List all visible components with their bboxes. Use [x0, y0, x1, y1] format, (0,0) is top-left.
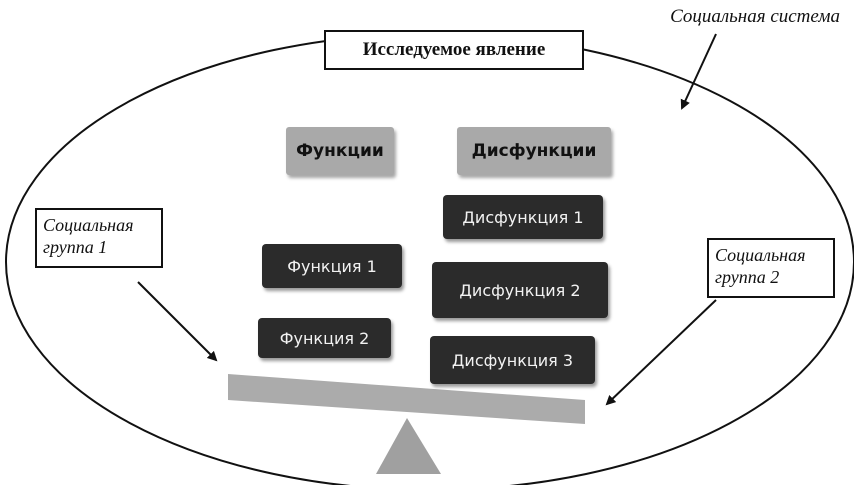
group-2-arrow — [605, 299, 717, 406]
dysfunction-3-block: Дисфункция 3 — [430, 336, 595, 384]
function-2-block: Функция 2 — [258, 318, 391, 358]
phenomenon-title: Исследуемое явление — [362, 39, 546, 60]
social-group-1-label: Социальная группа 1 — [43, 215, 134, 257]
dysfunction-1-block: Дисфункция 1 — [443, 195, 603, 239]
phenomenon-title-box: Исследуемое явление — [324, 30, 584, 70]
balance-fulcrum — [376, 418, 441, 474]
function-2-label: Функция 2 — [279, 328, 370, 348]
social-group-2-label: Социальная группа 2 — [715, 245, 806, 287]
dysfunction-2-block: Дисфункция 2 — [432, 262, 608, 318]
system-arrow — [680, 33, 717, 110]
dysfunction-3-label: Дисфункция 3 — [451, 350, 574, 370]
function-1-label: Функция 1 — [287, 256, 377, 276]
social-group-1-box: Социальная группа 1 — [35, 208, 163, 268]
balance-beam — [228, 374, 585, 424]
dysfunctions-header-label: Дисфункции — [471, 141, 597, 161]
social-group-2-box: Социальная группа 2 — [707, 238, 835, 298]
functions-header-block: Функции — [286, 127, 394, 175]
social-system-label: Социальная система — [670, 6, 840, 27]
group-1-arrow — [137, 281, 218, 362]
dysfunction-1-label: Дисфункция 1 — [462, 207, 584, 227]
functions-header-label: Функции — [296, 141, 384, 161]
function-1-block: Функция 1 — [262, 244, 402, 288]
dysfunctions-header-block: Дисфункции — [457, 127, 611, 175]
dysfunction-2-label: Дисфункция 2 — [459, 280, 581, 300]
